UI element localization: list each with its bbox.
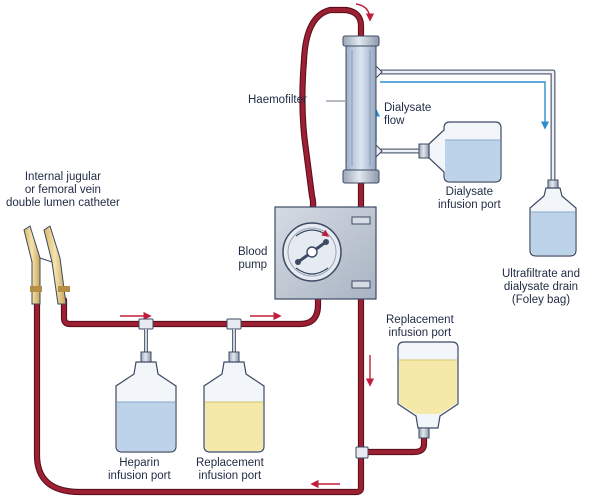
dialysate-flow-label-line2: flow — [384, 115, 405, 127]
ultrafiltrate-label-line2: dialysate drain — [503, 281, 579, 293]
dialysate-flow-label: Dialysate flow — [384, 102, 431, 128]
t-connectors — [138, 318, 369, 459]
dialysate-flow-arrow-right — [380, 81, 550, 130]
heparin-port-label-line1: Heparin — [119, 457, 160, 469]
blood-pump-label-line1: Blood — [238, 246, 268, 258]
replacement-bottle-bottom — [203, 351, 265, 453]
dialysate-infusion-port-label-line1: Dialysate — [445, 186, 493, 198]
dialysate-bottle — [418, 121, 502, 183]
blood-pump-label: Blood pump — [238, 246, 267, 272]
heparin-bottle — [115, 351, 177, 453]
replacement-port-right-label: Replacement infusion port — [386, 314, 454, 340]
haemofilter — [342, 35, 383, 184]
ultrafiltrate-label-line1: Ultrafiltrate and — [502, 268, 580, 280]
replacement-port-right-label-line1: Replacement — [386, 314, 454, 326]
replacement-port-right-label-line2: infusion port — [388, 327, 452, 339]
haemofilter-label-text: Haemofilter — [248, 94, 307, 106]
replacement-port-bottom-label-line2: infusion port — [198, 470, 262, 482]
catheter-label-line1: Internal jugular — [24, 171, 101, 183]
haemofilter-label: Haemofilter — [248, 94, 307, 107]
catheter-label-line3: double lumen catheter — [6, 197, 120, 209]
dialysate-flow-label-line1: Dialysate — [384, 102, 432, 114]
heparin-port-label-line2: infusion port — [108, 470, 171, 482]
heparin-port-label: Heparin infusion port — [108, 457, 171, 483]
replacement-port-bottom-label-line1: Replacement — [196, 457, 264, 469]
replacement-bottle-right — [397, 341, 459, 439]
ultrafiltrate-label-line3: (Foley bag) — [511, 294, 571, 306]
flow-arrow-top — [355, 3, 375, 22]
blood-flow-arrows — [120, 3, 375, 489]
replacement-port-bottom-label: Replacement infusion port — [196, 457, 264, 483]
blood-pump — [274, 206, 377, 300]
double-lumen-catheter — [23, 225, 70, 305]
blood-pump-label-line2: pump — [238, 259, 268, 271]
ultrafiltrate-label: Ultrafiltrate and dialysate drain (Foley… — [502, 268, 580, 307]
dialysate-infusion-port-label: Dialysate infusion port — [438, 186, 501, 212]
ultrafiltrate-drain-bag — [529, 179, 577, 257]
catheter-label-line2: or femoral vein — [24, 184, 101, 196]
catheter-label: Internal jugular or femoral vein double … — [6, 171, 120, 210]
dialysate-infusion-port-label-line2: infusion port — [438, 199, 501, 211]
